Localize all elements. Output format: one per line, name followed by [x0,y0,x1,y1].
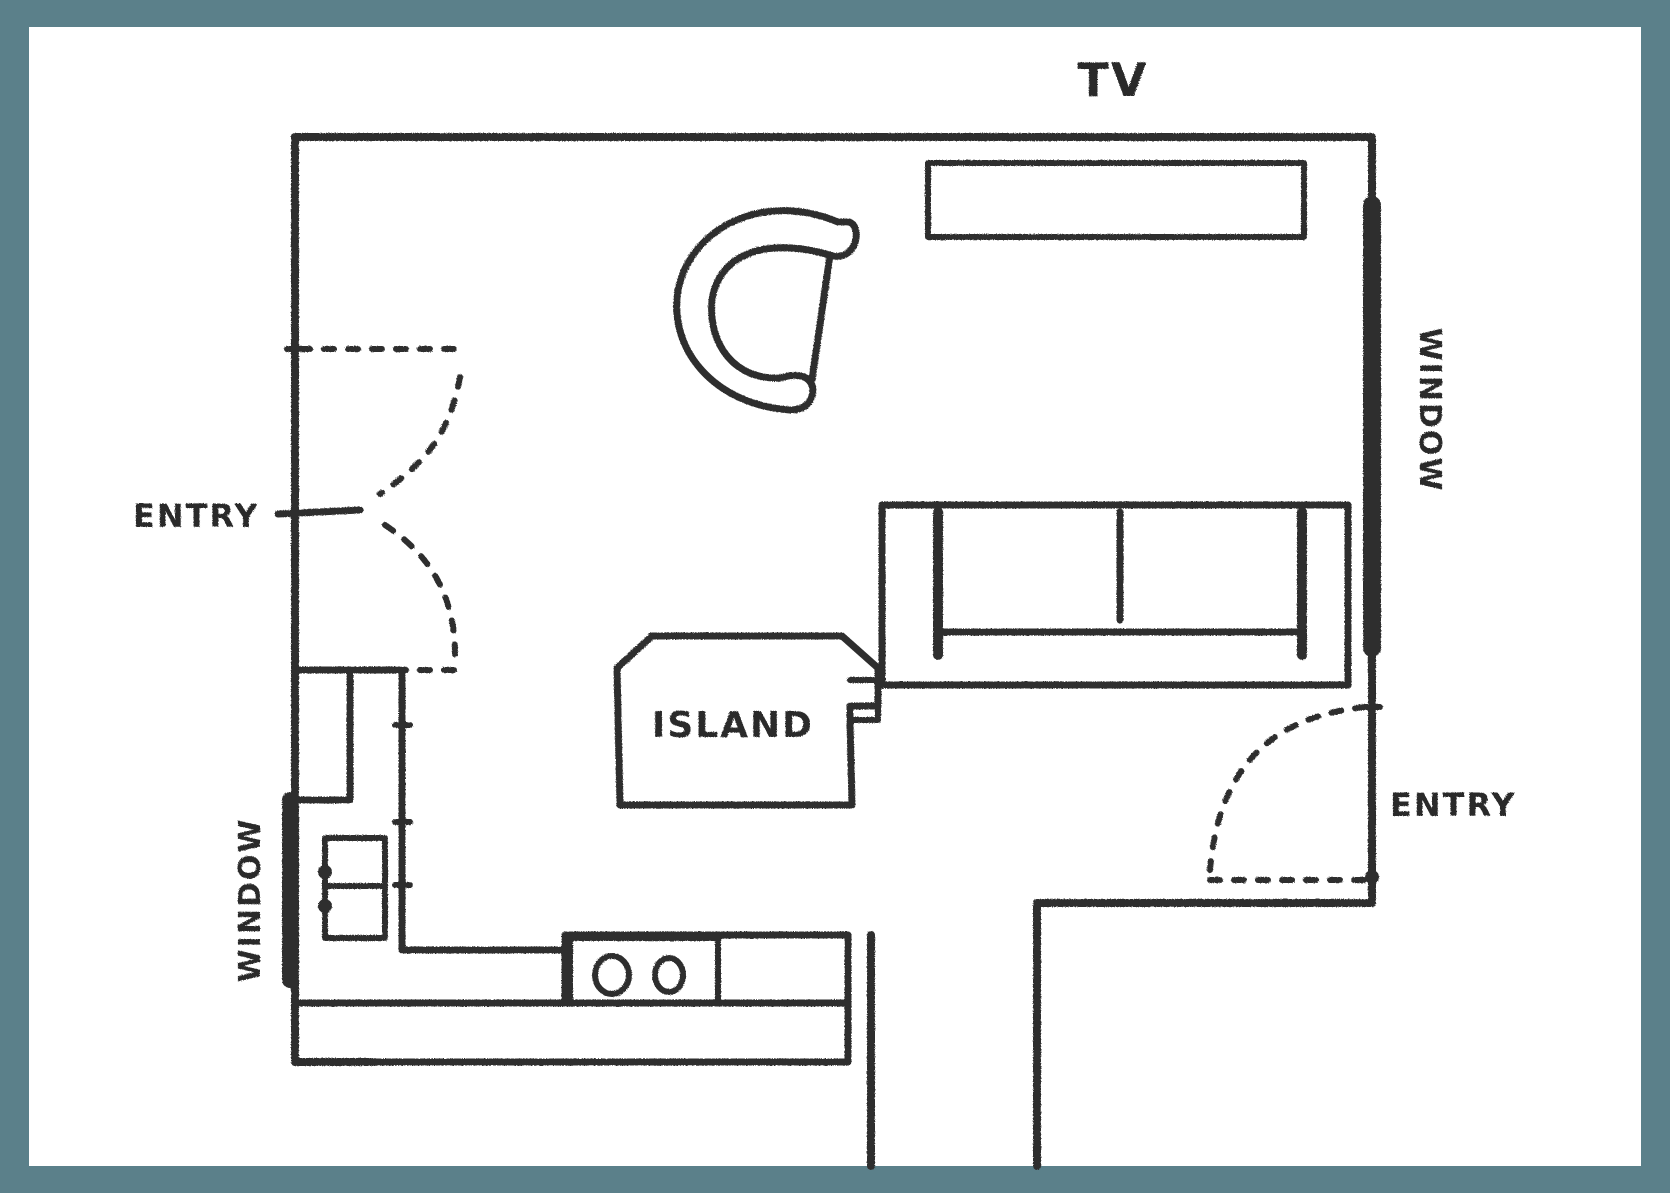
left-door-swing [297,346,463,673]
right-door-swing [1207,704,1375,883]
burner-right [652,955,686,995]
entry-left-label: ENTRY [133,497,260,535]
kitchen-counters [291,666,852,1066]
wall-ticks [284,346,1383,913]
window-left-label: WINDOW [233,818,268,983]
tv-label: TV [1078,53,1149,107]
burner-left [592,953,632,997]
window-right-label: WINDOW [1412,328,1447,493]
entry-left-marker [274,506,364,518]
entry-right-label: ENTRY [1390,786,1517,824]
island-label: ISLAND [652,705,814,746]
tv-console [925,160,1307,240]
island [613,632,882,809]
sofa [878,501,1352,689]
armchair [673,207,860,414]
